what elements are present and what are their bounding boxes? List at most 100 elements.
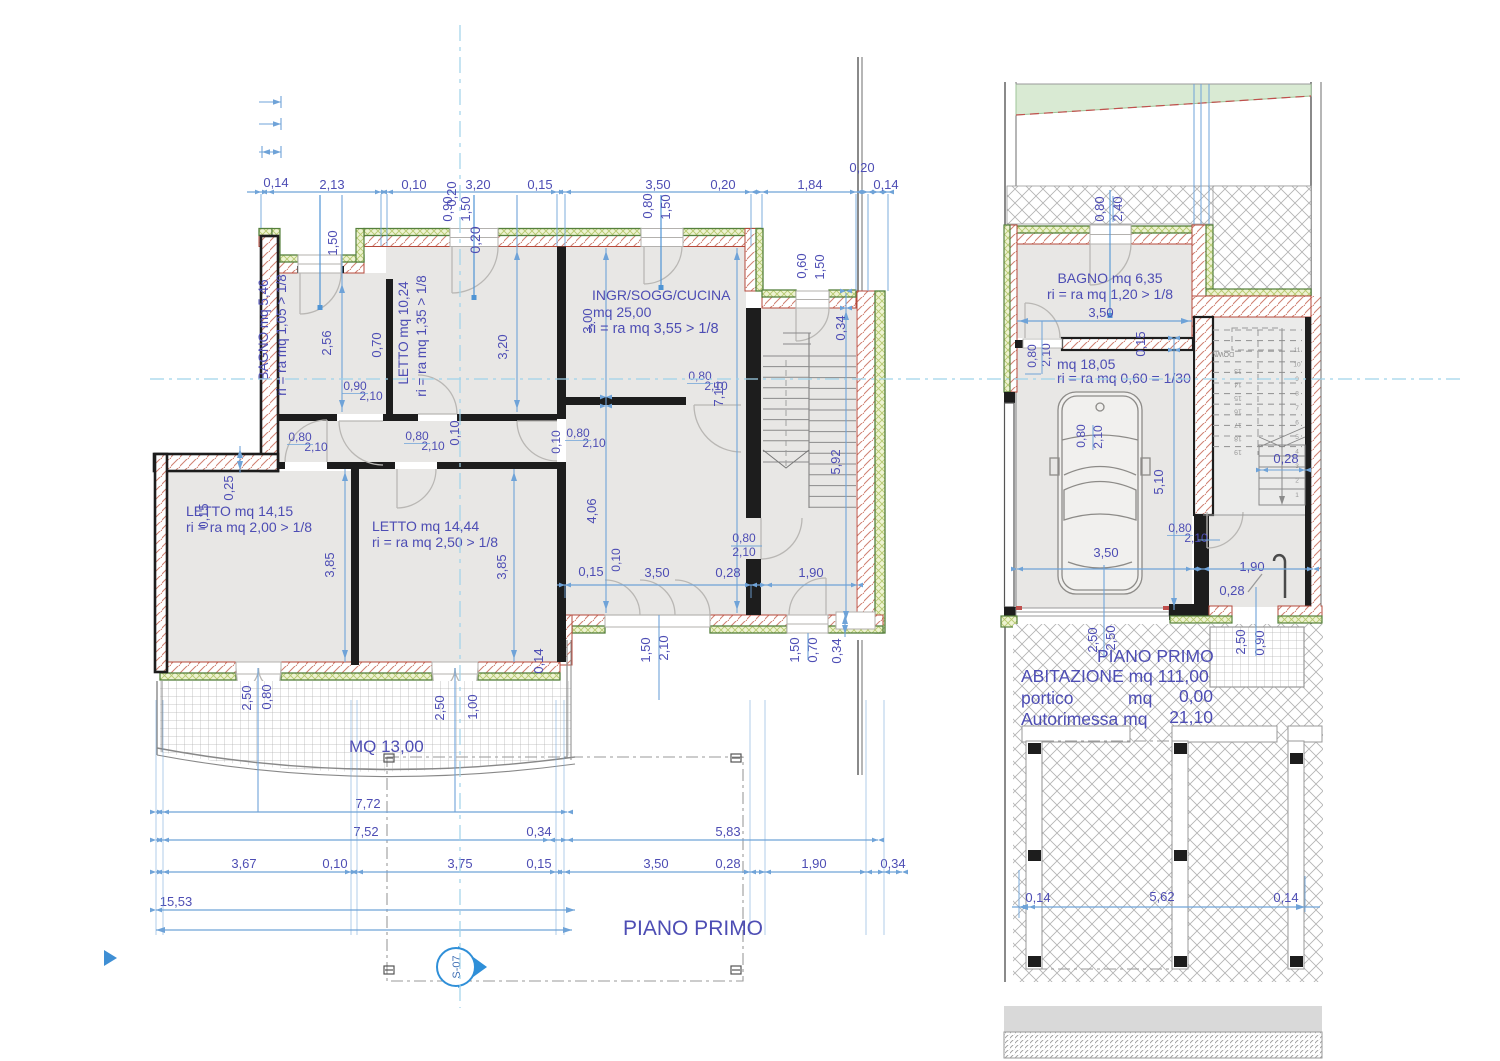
svg-text:2,10: 2,10 bbox=[704, 379, 728, 393]
svg-text:1,90: 1,90 bbox=[801, 856, 826, 871]
svg-text:2: 2 bbox=[1295, 478, 1299, 485]
svg-text:3,50: 3,50 bbox=[643, 856, 668, 871]
svg-text:0,14: 0,14 bbox=[531, 648, 546, 673]
svg-text:19: 19 bbox=[1234, 448, 1242, 455]
svg-text:1,90: 1,90 bbox=[798, 565, 823, 580]
svg-text:0,28: 0,28 bbox=[715, 856, 740, 871]
svg-text:ABITAZIONE mq 111,00: ABITAZIONE mq 111,00 bbox=[1021, 666, 1209, 686]
svg-text:3,85: 3,85 bbox=[322, 552, 337, 577]
svg-text:11: 11 bbox=[1294, 347, 1301, 354]
svg-text:1,50: 1,50 bbox=[658, 194, 673, 219]
svg-text:S-07: S-07 bbox=[451, 955, 463, 978]
svg-text:5,92: 5,92 bbox=[828, 449, 843, 474]
svg-text:2,10: 2,10 bbox=[1184, 531, 1208, 545]
svg-text:ri = ra mq 2,50 > 1/8: ri = ra mq 2,50 > 1/8 bbox=[372, 534, 498, 550]
svg-text:0,20: 0,20 bbox=[710, 177, 735, 192]
svg-text:0,80: 0,80 bbox=[566, 426, 590, 440]
svg-text:0,90: 0,90 bbox=[440, 196, 455, 221]
svg-text:3,67: 3,67 bbox=[231, 856, 256, 871]
svg-text:0,10: 0,10 bbox=[609, 548, 623, 572]
svg-text:8: 8 bbox=[1295, 391, 1299, 398]
svg-text:2,10: 2,10 bbox=[582, 436, 606, 450]
svg-text:0,80: 0,80 bbox=[288, 430, 312, 444]
svg-text:ri = ra mq 0,60 = 1/30: ri = ra mq 0,60 = 1/30 bbox=[1057, 370, 1191, 386]
svg-text:2,13: 2,13 bbox=[319, 177, 344, 192]
svg-text:portico: portico bbox=[1021, 688, 1074, 708]
svg-text:2,56: 2,56 bbox=[319, 330, 334, 355]
svg-text:18: 18 bbox=[1234, 435, 1242, 442]
svg-text:0,20: 0,20 bbox=[467, 226, 483, 253]
svg-text:3,20: 3,20 bbox=[465, 177, 490, 192]
svg-text:7,52: 7,52 bbox=[353, 824, 378, 839]
svg-text:0,20: 0,20 bbox=[444, 181, 459, 206]
svg-text:PIANO PRIMO: PIANO PRIMO bbox=[623, 917, 763, 940]
svg-text:0,34: 0,34 bbox=[829, 638, 844, 663]
svg-text:mq 18,05: mq 18,05 bbox=[1057, 356, 1116, 372]
svg-text:13: 13 bbox=[1234, 367, 1242, 374]
svg-text:LETTO mq 10,24: LETTO mq 10,24 bbox=[396, 281, 411, 385]
svg-text:0,14: 0,14 bbox=[873, 177, 898, 192]
svg-text:1,50: 1,50 bbox=[638, 637, 653, 662]
svg-text:0,90: 0,90 bbox=[1252, 630, 1267, 655]
svg-text:MQ 13,00: MQ 13,00 bbox=[349, 737, 424, 756]
svg-text:1: 1 bbox=[1295, 492, 1299, 499]
svg-text:3,50: 3,50 bbox=[1088, 305, 1113, 320]
svg-text:2,10: 2,10 bbox=[1039, 343, 1053, 367]
svg-text:2,40: 2,40 bbox=[1110, 196, 1125, 221]
svg-text:2,50: 2,50 bbox=[1085, 627, 1100, 652]
svg-text:mq: mq bbox=[1128, 688, 1152, 708]
svg-text:LETTO mq 14,15: LETTO mq 14,15 bbox=[186, 503, 293, 519]
svg-text:PIANO PRIMO: PIANO PRIMO bbox=[1097, 646, 1214, 666]
svg-text:DOWN: DOWN bbox=[1212, 350, 1234, 357]
svg-text:0,28: 0,28 bbox=[1273, 451, 1298, 466]
svg-text:14: 14 bbox=[1234, 381, 1242, 388]
svg-text:0,15: 0,15 bbox=[526, 856, 551, 871]
svg-text:0,80: 0,80 bbox=[1168, 521, 1192, 535]
svg-text:2,50: 2,50 bbox=[432, 695, 447, 720]
svg-text:17: 17 bbox=[1234, 421, 1242, 428]
svg-text:2,50: 2,50 bbox=[239, 685, 254, 710]
svg-text:0,15: 0,15 bbox=[1133, 331, 1148, 356]
svg-text:7: 7 bbox=[1295, 405, 1299, 412]
svg-text:2,50: 2,50 bbox=[1233, 629, 1248, 654]
svg-text:0,14: 0,14 bbox=[263, 175, 288, 190]
svg-text:2,10: 2,10 bbox=[304, 440, 328, 454]
svg-text:2,10: 2,10 bbox=[656, 635, 671, 660]
svg-text:0,34: 0,34 bbox=[833, 315, 848, 340]
svg-text:15,53: 15,53 bbox=[160, 894, 193, 909]
svg-text:0,34: 0,34 bbox=[526, 824, 551, 839]
svg-text:0,28: 0,28 bbox=[1219, 583, 1244, 598]
svg-text:15: 15 bbox=[1234, 394, 1242, 401]
svg-text:ri = ra mq 2,00 > 1/8: ri = ra mq 2,00 > 1/8 bbox=[186, 519, 312, 535]
svg-text:0,80: 0,80 bbox=[1092, 196, 1107, 221]
svg-text:LETTO mq 14,44: LETTO mq 14,44 bbox=[372, 518, 479, 534]
svg-text:ri = ra mq 1,35 > 1/8: ri = ra mq 1,35 > 1/8 bbox=[414, 275, 429, 397]
svg-text:2,50: 2,50 bbox=[1103, 625, 1118, 650]
svg-text:0,10: 0,10 bbox=[322, 856, 347, 871]
svg-text:5,10: 5,10 bbox=[1151, 469, 1166, 494]
svg-text:0,80: 0,80 bbox=[732, 531, 756, 545]
svg-text:1,50: 1,50 bbox=[458, 196, 473, 221]
svg-text:7,15: 7,15 bbox=[711, 381, 726, 406]
svg-text:0,90: 0,90 bbox=[343, 379, 367, 393]
svg-text:5,62: 5,62 bbox=[1149, 889, 1174, 904]
svg-text:3,50: 3,50 bbox=[644, 565, 669, 580]
svg-text:ri = ra mq 1,20 > 1/8: ri = ra mq 1,20 > 1/8 bbox=[1047, 286, 1173, 302]
svg-text:3,50: 3,50 bbox=[1093, 545, 1118, 560]
svg-text:0,10: 0,10 bbox=[401, 177, 426, 192]
svg-text:2,10: 2,10 bbox=[1091, 425, 1105, 449]
svg-text:4: 4 bbox=[1295, 449, 1299, 456]
svg-text:2,10: 2,10 bbox=[359, 389, 383, 403]
svg-text:3,85: 3,85 bbox=[494, 554, 509, 579]
svg-text:BAGNO mq 6,35: BAGNO mq 6,35 bbox=[1057, 270, 1162, 286]
svg-text:6: 6 bbox=[1295, 420, 1299, 427]
svg-text:0,28: 0,28 bbox=[715, 565, 740, 580]
svg-text:21,10: 21,10 bbox=[1169, 707, 1213, 727]
svg-text:0,80: 0,80 bbox=[1025, 344, 1039, 368]
svg-text:1,90: 1,90 bbox=[1239, 559, 1264, 574]
svg-text:10: 10 bbox=[1293, 362, 1301, 369]
svg-text:3: 3 bbox=[1295, 463, 1299, 470]
svg-text:3,50: 3,50 bbox=[645, 177, 670, 192]
svg-text:0,14: 0,14 bbox=[1025, 890, 1050, 905]
svg-text:ri = ra mq 3,55 > 1/8: ri = ra mq 3,55 > 1/8 bbox=[588, 321, 719, 337]
